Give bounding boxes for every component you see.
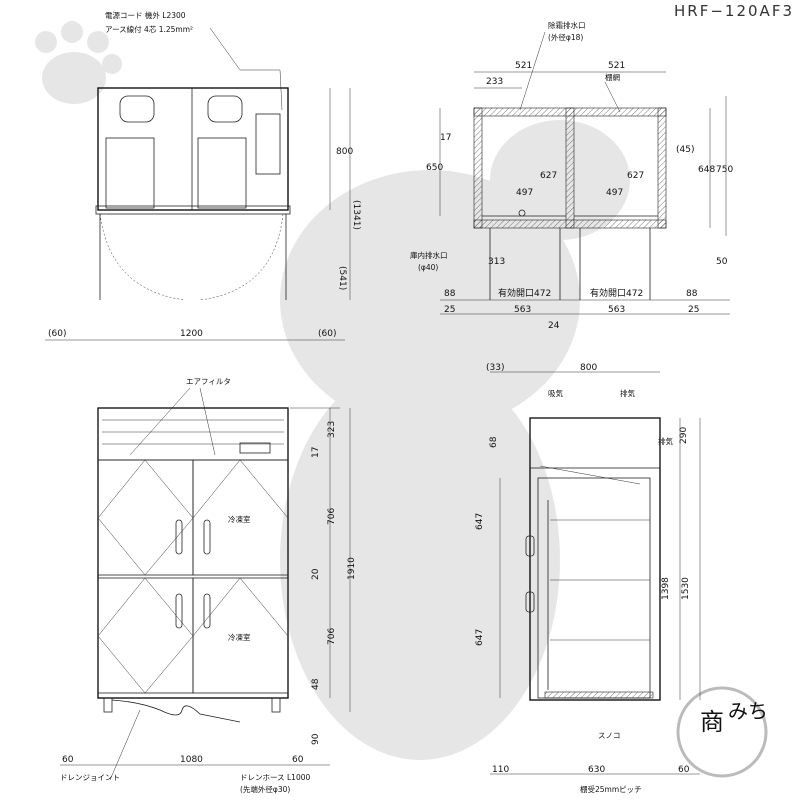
drain-hose-dia: (先端外径φ30) <box>240 784 290 794</box>
dim-627-b: 627 <box>627 171 644 181</box>
dim-800-side: 800 <box>580 363 597 373</box>
inner-drain-dia: (φ40) <box>418 263 438 272</box>
svg-text:商: 商 <box>700 708 724 736</box>
dim-750: 750 <box>716 165 733 175</box>
dim-650: 650 <box>426 163 443 173</box>
power-cord-label-1: 電源コード 機外 L2300 <box>105 10 186 20</box>
dim-541: (541) <box>337 266 347 290</box>
dim-630: 630 <box>588 765 605 775</box>
dim-647-b: 647 <box>475 629 485 646</box>
room-upper: 冷凍室 <box>228 514 251 524</box>
dim-497-b: 497 <box>606 188 623 198</box>
dim-90: 90 <box>311 733 321 745</box>
dim-233: 233 <box>486 77 503 87</box>
svg-text:みち: みち <box>728 699 768 723</box>
dim-313: 313 <box>488 257 505 267</box>
top-view: 電源コード 機外 L2300 アース線付 4芯 1.25mm² 800 (541… <box>45 10 361 341</box>
dim-110: 110 <box>492 765 509 775</box>
dim-68: 68 <box>489 436 499 448</box>
dim-521-b: 521 <box>608 61 625 71</box>
air-filter-label: エアフィルタ <box>186 377 231 386</box>
dim-648: 648 <box>698 165 715 175</box>
dim-17-front: 17 <box>311 447 321 458</box>
inner-drain-label: 庫内排水口 <box>410 250 448 260</box>
open-a: 有効開口472 <box>498 287 551 299</box>
evap-drain-dia: (外径φ18) <box>548 32 583 42</box>
dim-17-section: 17 <box>440 133 451 143</box>
dim-20: 20 <box>311 568 321 580</box>
dim-48: 48 <box>311 678 321 690</box>
side-view: (33) 800 吸気 排気 排気 68 647 647 290 1398 15… <box>475 363 701 794</box>
exhaust-top-label: 排気 <box>620 388 635 398</box>
dim-60-right: (60) <box>318 329 336 339</box>
room-lower: 冷凍室 <box>228 632 251 642</box>
dim-706-b: 706 <box>327 628 337 645</box>
dim-497-a: 497 <box>516 188 533 198</box>
dim-50: 50 <box>716 257 728 267</box>
paw-watermark-icon <box>35 21 122 104</box>
dim-60-left: (60) <box>48 329 66 339</box>
dim-563-a: 563 <box>514 305 531 315</box>
dim-1200: 1200 <box>180 329 203 339</box>
dim-88-b: 88 <box>686 289 698 299</box>
dim-627-a: 627 <box>540 171 557 181</box>
dim-1530: 1530 <box>681 577 691 600</box>
dim-800-top: 800 <box>336 147 353 157</box>
dim-45: (45) <box>676 145 694 155</box>
dim-24: 24 <box>548 321 560 331</box>
dim-323: 323 <box>327 421 337 438</box>
section-view: 除霜排水口 (外径φ18) 棚網 521 521 233 17 650 627 … <box>410 20 733 331</box>
dim-706-a: 706 <box>327 508 337 525</box>
dim-33: (33) <box>486 363 504 373</box>
pitch-label: 棚受25mmピッチ <box>580 784 642 794</box>
drain-joint-label: ドレンジョイント <box>60 773 120 782</box>
dim-563-b: 563 <box>608 305 625 315</box>
dim-60-side: 60 <box>678 765 690 775</box>
dim-25-b: 25 <box>688 305 699 315</box>
sunoko-label: スノコ <box>598 731 621 740</box>
dim-1341: (1341) <box>351 200 361 230</box>
exhaust-side-label: 排気 <box>658 436 673 446</box>
shelf-net-label: 棚網 <box>605 72 620 82</box>
evap-drain-label: 除霜排水口 <box>548 20 586 30</box>
dim-647-a: 647 <box>475 513 485 530</box>
dim-88-a: 88 <box>444 289 456 299</box>
power-cord-label-2: アース線付 4芯 1.25mm² <box>105 24 193 34</box>
dim-290: 290 <box>679 427 689 444</box>
dim-1080: 1080 <box>180 755 203 765</box>
dim-1910: 1910 <box>347 557 357 580</box>
dim-60-a: 60 <box>62 755 74 765</box>
dim-60-b: 60 <box>292 755 304 765</box>
dim-521-a: 521 <box>515 61 532 71</box>
stamp-watermark: 商 みち <box>676 686 768 778</box>
model-title: HRF−120AF3 <box>674 2 794 20</box>
drain-hose-label: ドレンホース L1000 <box>240 773 311 782</box>
dim-25-a: 25 <box>444 305 455 315</box>
open-b: 有効開口472 <box>590 287 643 299</box>
intake-label: 吸気 <box>548 388 563 398</box>
front-view: エアフィルタ 冷凍室 冷凍室 323 17 706 20 1910 706 48… <box>60 377 357 794</box>
dim-1398: 1398 <box>661 577 671 600</box>
